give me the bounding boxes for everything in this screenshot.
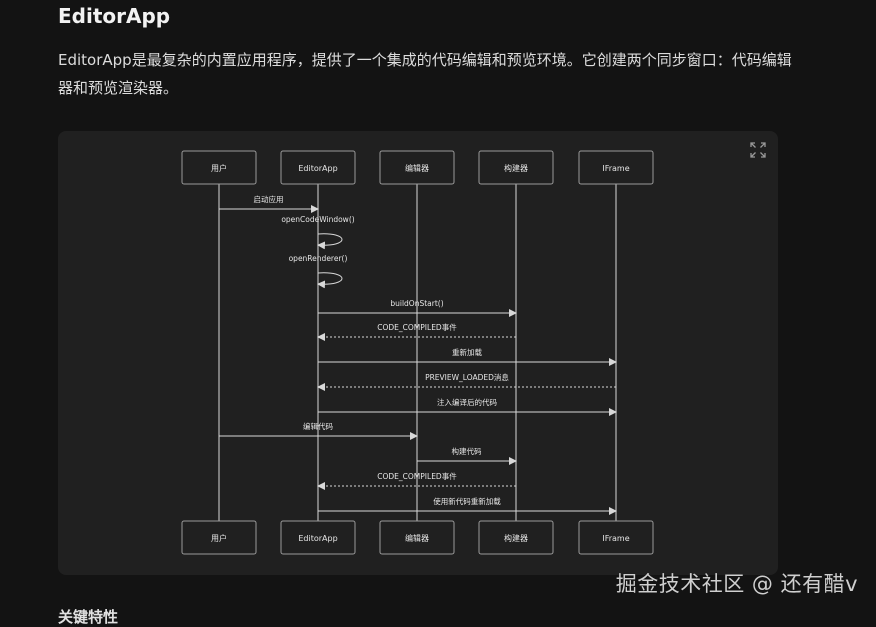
self-message-arrow (317, 233, 343, 250)
participant-box-4-bottom: IFrame (578, 520, 654, 555)
participant-label: 编辑器 (405, 533, 429, 543)
message-label: CODE_COMPILED事件 (377, 322, 457, 332)
message-8: 编辑代码 (219, 421, 418, 440)
section-heading: EditorApp (58, 4, 171, 28)
message-label: buildOnStart() (390, 299, 443, 308)
participant-label: 用户 (211, 533, 227, 543)
participant-box-1-bottom: EditorApp (280, 520, 356, 555)
message-label: 重新加载 (452, 347, 482, 357)
participant-label: IFrame (602, 164, 629, 173)
participant-box-0-bottom: 用户 (181, 520, 257, 555)
message-label: 使用新代码重新加载 (433, 496, 501, 506)
sequence-diagram: 用户用户EditorAppEditorApp编辑器编辑器构建器构建器IFrame… (181, 150, 654, 555)
message-5: 重新加载 (318, 347, 617, 366)
participant-box-3-top: 构建器 (478, 150, 554, 185)
watermark: 掘金技术社区 @ 还有醋v (615, 572, 858, 596)
participant-label: EditorApp (298, 164, 337, 173)
participant-label: 构建器 (504, 533, 528, 543)
message-3: buildOnStart() (318, 299, 517, 317)
participant-label: 用户 (211, 163, 227, 173)
message-4: CODE_COMPILED事件 (317, 322, 516, 341)
expand-icon[interactable] (749, 141, 767, 159)
participant-box-2-top: 编辑器 (379, 150, 455, 185)
message-0: 启动应用 (219, 194, 319, 213)
message-label: PREVIEW_LOADED消息 (425, 372, 509, 382)
participant-label: 构建器 (504, 163, 528, 173)
message-6: PREVIEW_LOADED消息 (317, 372, 616, 391)
message-2: openRenderer() (289, 254, 348, 289)
self-message-arrow (317, 272, 343, 289)
message-label: 启动应用 (254, 194, 284, 204)
message-9: 构建代码 (417, 446, 517, 465)
message-label: 注入编译后的代码 (437, 397, 497, 407)
participant-label: 编辑器 (405, 163, 429, 173)
message-7: 注入编译后的代码 (318, 397, 617, 416)
message-11: 使用新代码重新加载 (318, 496, 617, 515)
participant-box-3-bottom: 构建器 (478, 520, 554, 555)
message-label: openCodeWindow() (281, 215, 354, 224)
participant-label: IFrame (602, 534, 629, 543)
message-label: 编辑代码 (303, 421, 333, 431)
message-10: CODE_COMPILED事件 (317, 471, 516, 490)
diagram-container (58, 131, 778, 575)
participant-box-2-bottom: 编辑器 (379, 520, 455, 555)
message-1: openCodeWindow() (281, 215, 355, 250)
participant-box-1-top: EditorApp (280, 150, 356, 185)
message-label: 构建代码 (452, 446, 482, 456)
participant-box-4-top: IFrame (578, 150, 654, 185)
participant-box-0-top: 用户 (181, 150, 257, 185)
next-section-heading: 关键特性 (58, 608, 119, 626)
participant-label: EditorApp (298, 534, 337, 543)
message-label: openRenderer() (289, 254, 348, 263)
section-paragraph: EditorApp是最复杂的内置应用程序，提供了一个集成的代码编辑和预览环境。它… (58, 51, 792, 97)
message-label: CODE_COMPILED事件 (377, 471, 457, 481)
